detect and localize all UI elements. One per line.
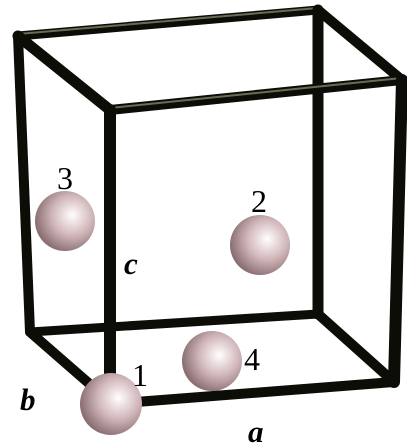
atom-label-1: 1 xyxy=(132,357,148,393)
atom-2 xyxy=(230,215,290,275)
axis-label-c: c xyxy=(124,246,138,281)
edge-right-bottom xyxy=(313,309,399,387)
cell-frame-front xyxy=(104,74,407,409)
atom-label-2: 2 xyxy=(251,183,267,219)
edge-back-top-hl xyxy=(17,7,319,35)
edge-right-top xyxy=(313,5,407,85)
edge-front-bottom xyxy=(105,377,399,409)
edge-front-top-hl xyxy=(109,77,403,109)
edge-front-right xyxy=(388,74,407,388)
edge-left-top xyxy=(12,30,116,116)
atom-label-3: 3 xyxy=(57,160,73,196)
atom-labels: 3 2 4 1 xyxy=(57,160,267,393)
atom-1 xyxy=(80,373,142,435)
atom-4 xyxy=(182,331,242,391)
axis-labels: c b a xyxy=(20,246,264,443)
edge-front-top xyxy=(105,75,407,115)
axis-label-a: a xyxy=(248,414,264,443)
atoms xyxy=(35,191,290,391)
edge-back-left xyxy=(13,31,35,337)
atom-3 xyxy=(35,191,95,251)
cell-frame-back xyxy=(12,4,407,405)
axis-label-b: b xyxy=(20,382,36,417)
atom-label-4: 4 xyxy=(244,341,260,377)
edge-back-bottom xyxy=(25,309,323,337)
edge-back-top xyxy=(13,5,323,41)
